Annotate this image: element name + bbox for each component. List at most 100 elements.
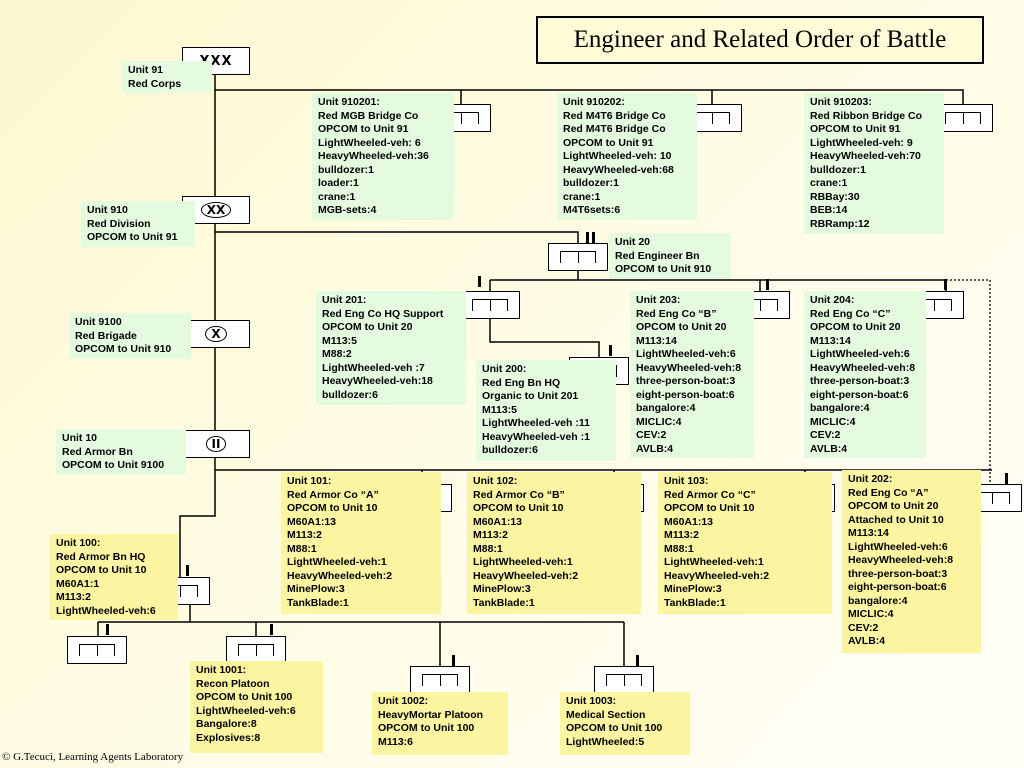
unit-info-line: crane:1 <box>810 177 848 189</box>
battalion-mark-icon <box>592 232 595 243</box>
company-icon <box>472 299 508 311</box>
company-icon <box>694 112 730 124</box>
unit-info-line: LightWheeled-veh :7 <box>322 361 425 374</box>
unit-info-line: OPCOM to Unit 100 <box>378 722 475 734</box>
unit-info-line: LightWheeled-veh:1 <box>664 556 764 568</box>
unit-1003-symbol[interactable] <box>594 666 654 694</box>
unit-info-line: M113:14 <box>636 334 677 347</box>
unit-info-line: OPCOM to Unit 20 <box>848 500 939 512</box>
unit-info-line: MICLIC:4 <box>848 608 894 620</box>
unit-101-info: Unit 101:Red Armor Co “A”OPCOM to Unit 1… <box>281 472 441 614</box>
unit-info-line: bangalore:4 <box>636 402 696 414</box>
unit-info-line: crane:1 <box>318 190 356 203</box>
unit-info-line: M60A1:13 <box>473 515 523 528</box>
unit-info-line: three-person-boat:3 <box>636 375 736 387</box>
unit-info-line: Red Division <box>87 217 151 230</box>
unit-201-symbol[interactable] <box>460 291 520 319</box>
unit-info-line: bulldozer:6 <box>482 444 539 456</box>
unit-info-line: bulldozer:1 <box>563 177 620 189</box>
unit-info-line: HeavyWheeled-veh:2 <box>664 569 770 582</box>
company-mark-icon <box>186 565 189 576</box>
unit-1001-symbol[interactable] <box>226 636 286 664</box>
unit-info-line: HeavyWheeled-veh:8 <box>810 361 916 374</box>
unit-info-line: HeavyWheeled-veh:8 <box>848 554 954 566</box>
unit-info-line: eight-person-boat:6 <box>848 581 947 593</box>
unit-info-line: Unit 103: <box>664 475 709 487</box>
unit-info-line: M60A1:1 <box>56 577 100 590</box>
unit-info-line: LightWheeled-veh: 6 <box>318 136 421 149</box>
unit-left-platoon-symbol[interactable] <box>67 636 127 664</box>
unit-info-line: Organic to Unit 201 <box>482 390 579 402</box>
unit-info-line: LightWheeled-veh:6 <box>848 540 948 553</box>
platoon-icon <box>422 674 458 686</box>
unit-info-line: Red MGB Bridge Co <box>318 109 419 122</box>
unit-info-line: BEB:14 <box>810 204 848 216</box>
unit-info-line: M113:2 <box>473 529 509 541</box>
unit-info-line: Red M4T6 Bridge Co <box>563 123 666 135</box>
unit-info-line: TankBlade:1 <box>664 596 726 609</box>
unit-info-line: OPCOM to Unit 10 <box>473 502 564 514</box>
company-mark-icon <box>452 655 455 666</box>
unit-info-line: Red Eng Co “C” <box>810 307 891 320</box>
brigade-unit-symbol[interactable]: X <box>182 320 250 348</box>
unit-info-line: Red Eng Co “B” <box>636 307 717 320</box>
armor-bn-echelon-label: II <box>205 436 227 452</box>
platoon-icon <box>79 644 115 656</box>
unit-info-line: HeavyWheeled-veh:18 <box>322 375 433 387</box>
unit-info-line: Unit 101: <box>287 475 332 487</box>
unit-info-line: M88:1 <box>287 542 317 555</box>
unit-info-line: HeavyMortar Platoon <box>378 708 484 721</box>
company-icon <box>945 112 981 124</box>
unit-info-line: M88:2 <box>322 348 352 360</box>
unit-info-line: OPCOM to Unit 91 <box>563 136 654 149</box>
unit-info-line: Unit 100: <box>56 537 101 549</box>
platoon-icon <box>606 674 642 686</box>
unit-info-line: Unit 102: <box>473 475 518 487</box>
unit-info-line: Unit 1002: <box>378 695 429 707</box>
unit-info-line: MinePlow:3 <box>473 583 531 595</box>
unit-info-line: TankBlade:1 <box>287 596 349 609</box>
unit-info-line: M60A1:13 <box>287 515 337 528</box>
unit-info-line: Unit 202: <box>848 473 893 485</box>
unit-1002-symbol[interactable] <box>410 666 470 694</box>
armor-bn-unit-symbol[interactable]: II <box>182 430 250 458</box>
unit-info-line: bangalore:4 <box>848 594 908 607</box>
unit-info-line: Unit 910202: <box>563 96 625 108</box>
company-mark-icon <box>609 345 612 356</box>
unit-info-line: M4T6sets:6 <box>563 204 621 216</box>
battalion-mark-icon <box>586 232 589 243</box>
unit-info-line: OPCOM to Unit 20 <box>322 321 413 333</box>
unit-info-line: Red Armor Bn HQ <box>56 550 146 563</box>
unit-info-line: M113:14 <box>810 334 851 347</box>
unit-info-line: Attached to Unit 10 <box>848 513 944 526</box>
unit-info-line: Unit 1003: <box>566 695 617 707</box>
unit-info-line: CEV:2 <box>848 621 879 634</box>
company-mark-icon <box>478 276 481 287</box>
unit-info-line: Red Eng Bn HQ <box>482 376 561 389</box>
unit-info-line: M60A1:13 <box>664 515 714 528</box>
footer-credit: © G.Tecuci, Learning Agents Laboratory <box>2 751 184 763</box>
unit-info-line: OPCOM to Unit 910 <box>75 343 172 355</box>
unit-info-line: M88:1 <box>664 542 694 555</box>
unit-info-line: OPCOM to Unit 10 <box>287 502 378 514</box>
unit-info-line: M113:14 <box>848 527 889 539</box>
unit-info-line: OPCOM to Unit 10 <box>664 502 755 514</box>
unit-103-info: Unit 103:Red Armor Co “C”OPCOM to Unit 1… <box>658 472 832 614</box>
unit-20-symbol[interactable] <box>548 243 608 271</box>
unit-info-line: AVLB:4 <box>810 442 848 455</box>
unit-info-line: Unit 91 <box>128 64 164 76</box>
unit-info-line: RBRamp:12 <box>810 217 870 230</box>
unit-info-line: M113:5 <box>322 334 358 347</box>
unit-info-line: Unit 910 <box>87 204 128 216</box>
unit-info-line: LightWheeled-veh:1 <box>473 556 573 568</box>
